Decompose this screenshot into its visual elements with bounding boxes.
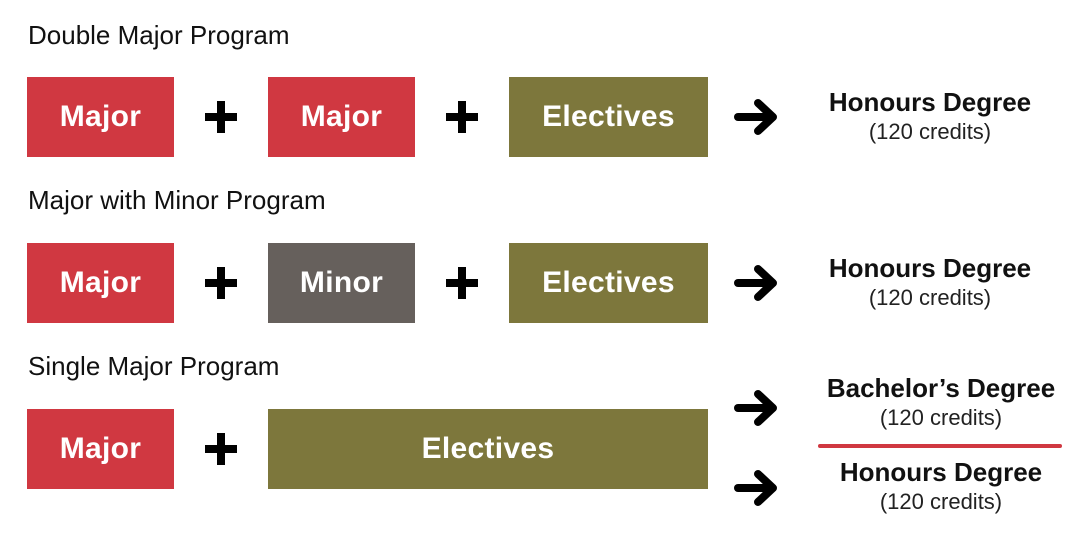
outcome-honours: Honours Degree (120 credits) (822, 456, 1060, 516)
outcome-honours: Honours Degree (120 credits) (812, 86, 1048, 146)
credits-label: (120 credits) (868, 285, 992, 310)
arrow-right-icon (734, 470, 777, 506)
electives-block: Electives (268, 409, 708, 489)
program-title-double-major: Double Major Program (28, 20, 290, 50)
outcome-honours: Honours Degree (120 credits) (812, 252, 1048, 312)
plus-icon (446, 267, 478, 299)
major-block: Major (268, 77, 415, 157)
arrow-right-icon (734, 390, 777, 426)
program-title-single-major: Single Major Program (28, 351, 280, 381)
divider-line (818, 444, 1062, 448)
program-title-major-minor: Major with Minor Program (28, 185, 326, 215)
arrow-right-icon (734, 265, 777, 301)
plus-icon (205, 101, 237, 133)
credits-label: (120 credits) (879, 489, 1003, 514)
plus-icon (205, 267, 237, 299)
credits-label: (120 credits) (868, 119, 992, 144)
outcome-bachelors: Bachelor’s Degree (120 credits) (822, 372, 1060, 432)
credits-label: (120 credits) (879, 405, 1003, 430)
plus-icon (446, 101, 478, 133)
electives-block: Electives (509, 77, 708, 157)
arrow-right-icon (734, 99, 777, 135)
degree-label: Honours Degree (828, 87, 1032, 117)
electives-block: Electives (509, 243, 708, 323)
plus-icon (205, 433, 237, 465)
degree-label: Bachelor’s Degree (826, 373, 1056, 403)
degree-label: Honours Degree (839, 457, 1043, 487)
degree-label: Honours Degree (828, 253, 1032, 283)
minor-block: Minor (268, 243, 415, 323)
major-block: Major (27, 409, 174, 489)
major-block: Major (27, 243, 174, 323)
major-block: Major (27, 77, 174, 157)
